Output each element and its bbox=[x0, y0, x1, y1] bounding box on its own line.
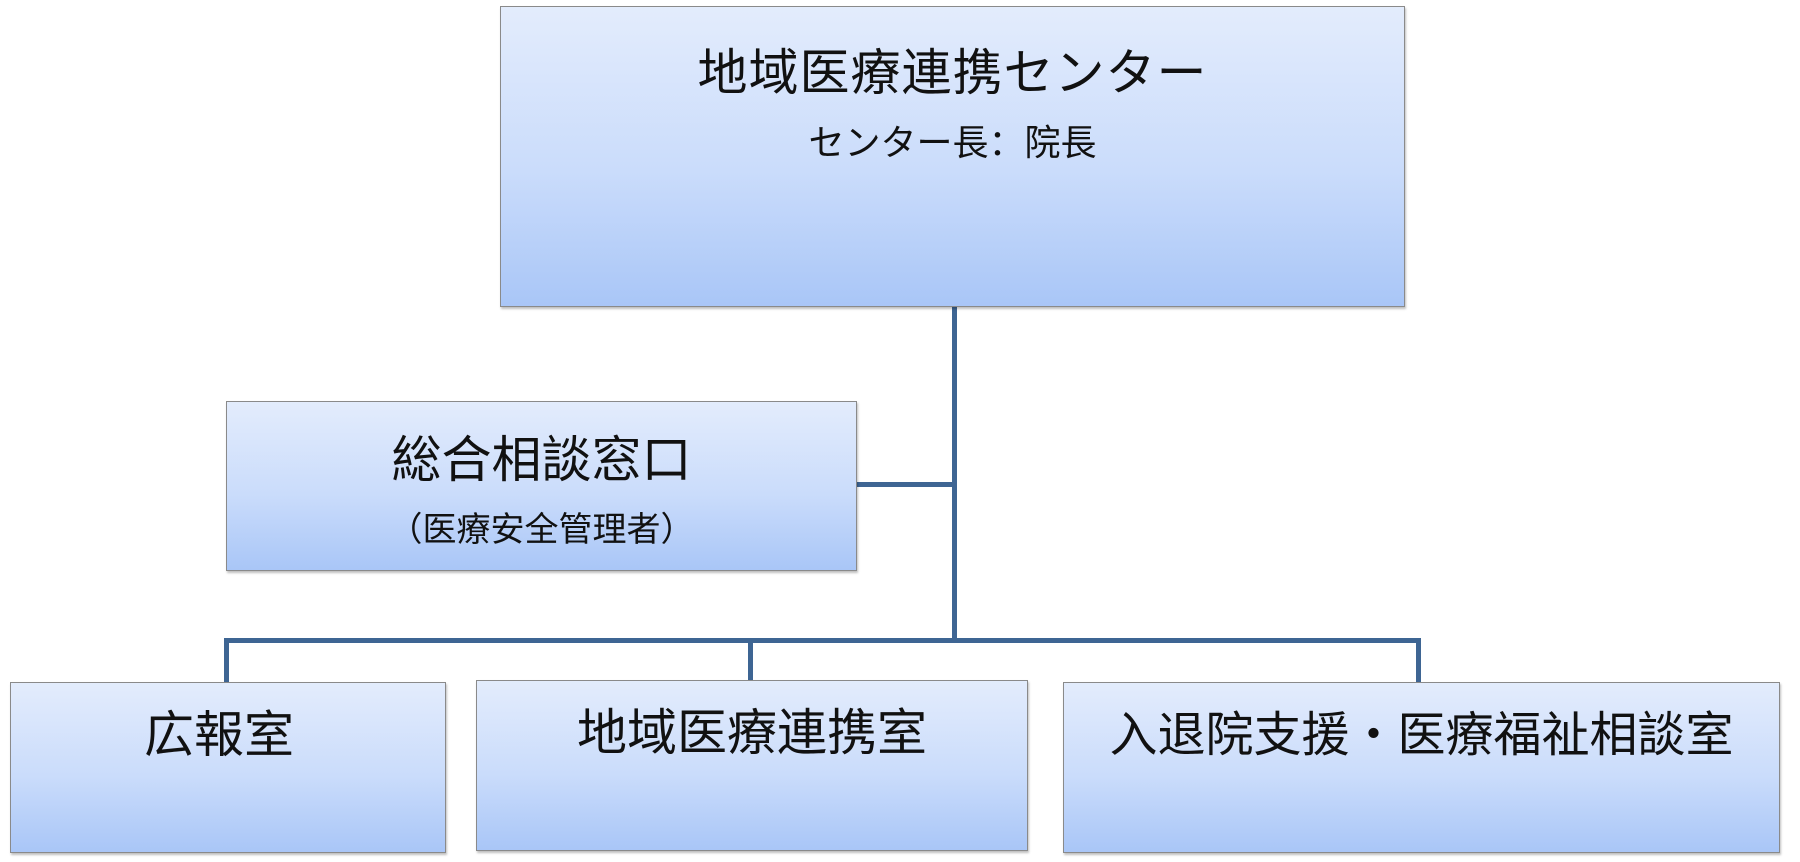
connector-horizontal-bus bbox=[224, 638, 1421, 643]
connector-drop-koho bbox=[224, 638, 229, 682]
consultation-title: 総合相談窓口 bbox=[391, 431, 692, 489]
department-label: 地域医療連携室 bbox=[577, 704, 927, 762]
consultation-box: 総合相談窓口 （医療安全管理者） bbox=[226, 401, 857, 571]
center-box: 地域医療連携センター センター長：院長 bbox=[500, 6, 1405, 307]
department-box-koho: 広報室 bbox=[10, 682, 446, 853]
connector-drop-renkei bbox=[748, 638, 753, 680]
department-label: 広報室 bbox=[144, 706, 294, 764]
connector-trunk bbox=[952, 306, 957, 642]
center-title: 地域医療連携センター bbox=[697, 44, 1208, 102]
connector-branch-counter bbox=[855, 482, 955, 487]
department-box-nyutaiin: 入退院支援・医療福祉相談室 bbox=[1063, 682, 1780, 853]
center-head: センター長：院長 bbox=[808, 123, 1097, 164]
department-label: 入退院支援・医療福祉相談室 bbox=[1109, 707, 1734, 763]
department-box-renkei: 地域医療連携室 bbox=[476, 680, 1028, 851]
connector-drop-nyutaiin bbox=[1416, 638, 1421, 682]
consultation-subtitle: （医療安全管理者） bbox=[388, 510, 695, 550]
